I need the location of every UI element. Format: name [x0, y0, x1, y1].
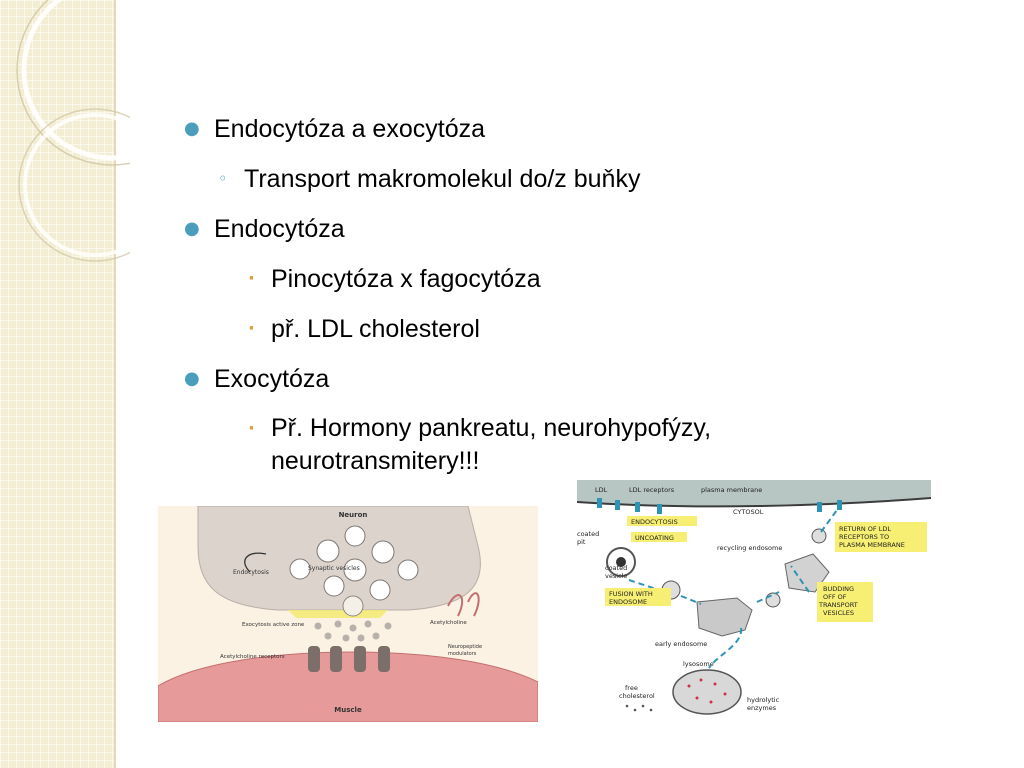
bullet-list: ● Endocytóza a exocytóza ◦ Transport makrom…	[184, 112, 884, 494]
bullet-item: · př. LDL cholesterol	[184, 312, 884, 346]
label-coated-vesicle-2: vesicle	[605, 572, 627, 580]
label-coated-pit-1: coated	[577, 530, 599, 538]
label-receptors: Acetylcholine receptors	[220, 654, 285, 660]
label-muscle: Muscle	[334, 706, 362, 714]
label-fusion-1: FUSION WITH	[609, 590, 653, 598]
label-early-endosome: early endosome	[655, 640, 707, 648]
label-endocytosis-ldl: ENDOCYTOSIS	[631, 518, 678, 526]
sidebar-edge	[114, 0, 116, 768]
bullet-item: ● Endocytóza	[184, 212, 884, 246]
bullet-text: Endocytóza	[214, 215, 345, 243]
label-return-2: RECEPTORS TO	[839, 533, 889, 541]
label-acetylcholine: Acetylcholine	[430, 620, 467, 626]
bullet-marker: ●	[184, 218, 200, 239]
bullet-item: · Pinocytóza x fagocytóza	[184, 262, 884, 296]
label-cytosol: CYTOSOL	[733, 508, 764, 516]
label-coated-pit-2: pit	[577, 538, 586, 546]
label-hydrolytic-2: enzymes	[747, 704, 777, 712]
label-budding-3: TRANSPORT	[818, 601, 858, 609]
bullet-text: Transport makromolekul do/z buňky	[244, 165, 641, 193]
bullet-text: Př. Hormony pankreatu, neurohypofýzy, ne…	[271, 414, 712, 475]
bullet-marker: ◦	[218, 169, 228, 188]
bullet-text: př. LDL cholesterol	[271, 315, 480, 343]
bullet-item: ◦ Transport makromolekul do/z buňky	[184, 162, 884, 196]
label-free-cholesterol-1: free	[625, 684, 638, 692]
label-lysosome: lysosome	[683, 660, 714, 668]
label-return-3: PLASMA MEMBRANE	[839, 541, 905, 549]
synapse-exocytosis-figure: Neuron Endocytosis Synaptic vesicles Exo…	[158, 506, 538, 722]
bullet-marker: ●	[184, 118, 200, 139]
label-budding-2: OFF OF	[823, 593, 847, 601]
label-ldl-receptors: LDL receptors	[629, 486, 675, 494]
bullet-text: Endocytóza a exocytóza	[214, 115, 485, 143]
label-coated-vesicle-1: coated	[605, 564, 627, 572]
label-neuron: Neuron	[339, 511, 368, 519]
bullet-item: ● Endocytóza a exocytóza	[184, 112, 884, 146]
label-budding-4: VESICLES	[823, 609, 854, 617]
label-neuropeptide-1: Neuropeptide	[448, 644, 482, 650]
label-budding-1: BUDDING	[823, 585, 854, 593]
label-hydrolytic-1: hydrolytic	[747, 696, 780, 704]
label-recycling-endosome: recycling endosome	[717, 544, 782, 552]
label-neuropeptide-2: modulators	[448, 651, 477, 657]
label-fusion-2: ENDOSOME	[609, 598, 647, 606]
bullet-text: Exocytóza	[214, 365, 330, 393]
bullet-marker: ●	[184, 368, 200, 389]
label-synaptic-vesicles: Synaptic vesicles	[308, 565, 360, 572]
label-ldl: LDL	[595, 486, 608, 494]
decorative-rings	[16, 0, 130, 262]
bullet-item: · Př. Hormony pankreatu, neurohypofýzy, n…	[184, 412, 884, 478]
label-return-1: RETURN OF LDL	[839, 525, 891, 533]
label-active-zone: Exocytosis active zone	[242, 622, 305, 628]
label-uncoating: UNCOATING	[635, 534, 674, 542]
bullet-marker: ·	[248, 418, 255, 439]
label-plasma-membrane: plasma membrane	[701, 486, 762, 494]
label-endocytosis: Endocytosis	[233, 569, 269, 576]
label-free-cholesterol-2: cholesterol	[619, 692, 655, 700]
bullet-marker: ·	[248, 318, 255, 339]
bullet-item: ● Exocytóza	[184, 362, 884, 396]
ldl-endocytosis-figure: LDL LDL receptors plasma membrane ENDOCY…	[577, 480, 931, 720]
bullet-marker: ·	[248, 268, 255, 289]
bullet-text: Pinocytóza x fagocytóza	[271, 265, 541, 293]
